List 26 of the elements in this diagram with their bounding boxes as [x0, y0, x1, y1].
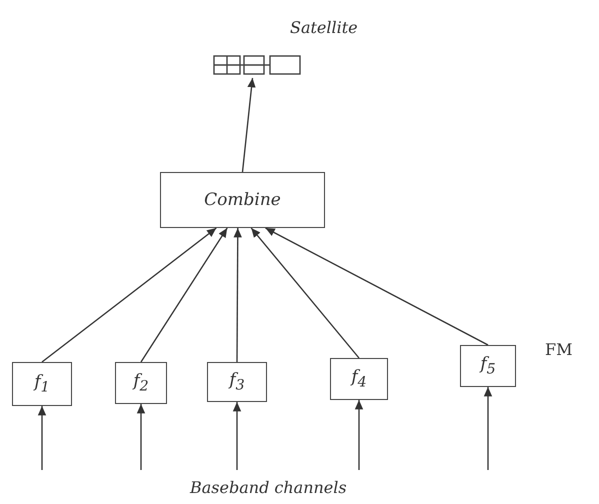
arrow [140, 228, 228, 362]
arrow [242, 78, 256, 172]
process-box [330, 358, 388, 400]
box-label: Combine [204, 190, 281, 210]
arrow [42, 227, 217, 363]
arrow [484, 387, 492, 470]
arrow [265, 227, 488, 346]
process-box [460, 345, 516, 387]
process-box [160, 172, 325, 228]
process-box [115, 362, 167, 404]
box-label: f$_{4}$ [351, 367, 367, 391]
node-label: Satellite [290, 18, 358, 37]
arrow [250, 228, 360, 358]
arrow [354, 400, 364, 470]
process-box [12, 362, 72, 406]
arrow [232, 402, 242, 470]
box-label: f$_{5}$ [480, 354, 496, 378]
box-label: f$_{2}$ [133, 371, 149, 395]
box-label: f$_{1}$ [34, 372, 50, 396]
arrow [38, 406, 46, 470]
process-box [207, 362, 267, 402]
box-label: f$_{3}$ [229, 370, 245, 394]
arrow [136, 404, 146, 470]
note-text: Baseband channels [190, 478, 347, 497]
node-label: FM [545, 340, 572, 359]
arrow [234, 228, 242, 362]
